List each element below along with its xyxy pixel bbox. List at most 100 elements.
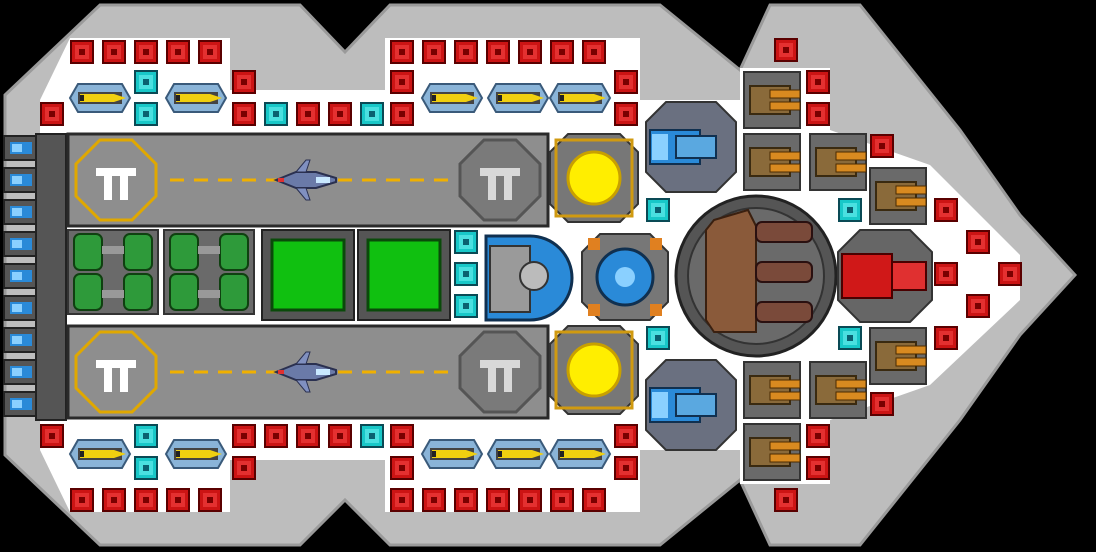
armor-block-icon[interactable] [614, 456, 638, 480]
cannon-turret-icon[interactable] [743, 361, 801, 419]
cannon-turret-icon[interactable] [743, 133, 801, 191]
red-turret[interactable] [837, 229, 933, 323]
reactor-core-icon[interactable] [548, 324, 640, 416]
shield-node-icon[interactable] [838, 198, 862, 222]
armor-block-icon[interactable] [454, 40, 478, 64]
shield-node-icon[interactable] [454, 294, 478, 318]
shield-node-icon[interactable] [454, 230, 478, 254]
armor-block-icon[interactable] [582, 488, 606, 512]
missile-launcher-icon[interactable] [165, 83, 227, 113]
shield-node-icon[interactable] [360, 424, 384, 448]
armor-block-icon[interactable] [70, 40, 94, 64]
missile-launcher-icon[interactable] [549, 83, 611, 113]
armor-block-icon[interactable] [806, 456, 830, 480]
armor-block-icon[interactable] [198, 488, 222, 512]
armor-block-icon[interactable] [614, 70, 638, 94]
armor-block-icon[interactable] [102, 40, 126, 64]
armor-block-icon[interactable] [518, 488, 542, 512]
shield-node-icon[interactable] [134, 70, 158, 94]
runway-bottom[interactable] [66, 324, 550, 420]
missile-launcher-icon[interactable] [421, 439, 483, 469]
armor-block-icon[interactable] [264, 424, 288, 448]
armor-block-icon[interactable] [582, 40, 606, 64]
shield-dome[interactable] [484, 234, 574, 322]
runway-top[interactable] [66, 132, 550, 228]
shield-node-icon[interactable] [360, 102, 384, 126]
armor-block-icon[interactable] [422, 488, 446, 512]
armor-block-icon[interactable] [134, 40, 158, 64]
armor-block-icon[interactable] [806, 70, 830, 94]
cannon-turret-icon[interactable] [869, 167, 927, 225]
armor-block-icon[interactable] [422, 40, 446, 64]
missile-launcher-icon[interactable] [69, 439, 131, 469]
cannon-turret-icon[interactable] [869, 327, 927, 385]
armor-block-icon[interactable] [550, 488, 574, 512]
armor-block-icon[interactable] [454, 488, 478, 512]
shield-node-icon[interactable] [646, 198, 670, 222]
missile-launcher-icon[interactable] [487, 439, 549, 469]
missile-launcher-icon[interactable] [549, 439, 611, 469]
shield-node-icon[interactable] [454, 262, 478, 286]
armor-block-icon[interactable] [390, 424, 414, 448]
armor-block-icon[interactable] [390, 488, 414, 512]
armor-block-icon[interactable] [998, 262, 1022, 286]
cannon-turret-icon[interactable] [743, 71, 801, 129]
armor-block-icon[interactable] [296, 424, 320, 448]
armor-block-icon[interactable] [806, 424, 830, 448]
armor-block-icon[interactable] [774, 38, 798, 62]
armor-block-icon[interactable] [518, 40, 542, 64]
reactor-core-icon[interactable] [548, 132, 640, 224]
armor-block-icon[interactable] [934, 262, 958, 286]
armor-block-icon[interactable] [614, 102, 638, 126]
shield-node-icon[interactable] [646, 326, 670, 350]
armor-block-icon[interactable] [550, 40, 574, 64]
cannon-turret-icon[interactable] [809, 361, 867, 419]
armor-block-icon[interactable] [774, 488, 798, 512]
cannon-turret-icon[interactable] [809, 133, 867, 191]
shield-node-icon[interactable] [134, 456, 158, 480]
engine-top[interactable] [645, 101, 737, 193]
armor-block-icon[interactable] [870, 134, 894, 158]
engine-bottom[interactable] [645, 359, 737, 451]
cannon-turret-icon[interactable] [743, 423, 801, 481]
armor-block-icon[interactable] [328, 102, 352, 126]
armor-block-icon[interactable] [390, 70, 414, 94]
armor-block-icon[interactable] [198, 40, 222, 64]
armor-block-icon[interactable] [934, 326, 958, 350]
armor-block-icon[interactable] [102, 488, 126, 512]
armor-block-icon[interactable] [870, 392, 894, 416]
shield-node-icon[interactable] [134, 424, 158, 448]
armor-block-icon[interactable] [934, 198, 958, 222]
shield-node-icon[interactable] [134, 102, 158, 126]
main-cannon-turret[interactable] [674, 194, 838, 358]
armor-block-icon[interactable] [614, 424, 638, 448]
armor-block-icon[interactable] [232, 456, 256, 480]
armor-block-icon[interactable] [486, 40, 510, 64]
armor-block-icon[interactable] [134, 488, 158, 512]
shield-node-icon[interactable] [838, 326, 862, 350]
armor-block-icon[interactable] [486, 488, 510, 512]
armor-block-icon[interactable] [232, 102, 256, 126]
armor-block-icon[interactable] [166, 488, 190, 512]
missile-launcher-icon[interactable] [421, 83, 483, 113]
armor-block-icon[interactable] [232, 70, 256, 94]
armor-block-icon[interactable] [296, 102, 320, 126]
armor-block-icon[interactable] [390, 40, 414, 64]
armor-block-icon[interactable] [390, 102, 414, 126]
sensor-hub[interactable] [581, 233, 669, 321]
armor-block-icon[interactable] [966, 294, 990, 318]
armor-block-icon[interactable] [966, 230, 990, 254]
missile-launcher-icon[interactable] [69, 83, 131, 113]
armor-block-icon[interactable] [166, 40, 190, 64]
armor-block-icon[interactable] [232, 424, 256, 448]
armor-block-icon[interactable] [806, 102, 830, 126]
missile-launcher-icon[interactable] [165, 439, 227, 469]
armor-block-icon[interactable] [328, 424, 352, 448]
missile-launcher-icon[interactable] [487, 83, 549, 113]
armor-block-icon[interactable] [40, 424, 64, 448]
armor-block-icon[interactable] [70, 488, 94, 512]
fuel-bay[interactable] [67, 229, 451, 321]
armor-block-icon[interactable] [390, 456, 414, 480]
armor-block-icon[interactable] [40, 102, 64, 126]
shield-node-icon[interactable] [264, 102, 288, 126]
